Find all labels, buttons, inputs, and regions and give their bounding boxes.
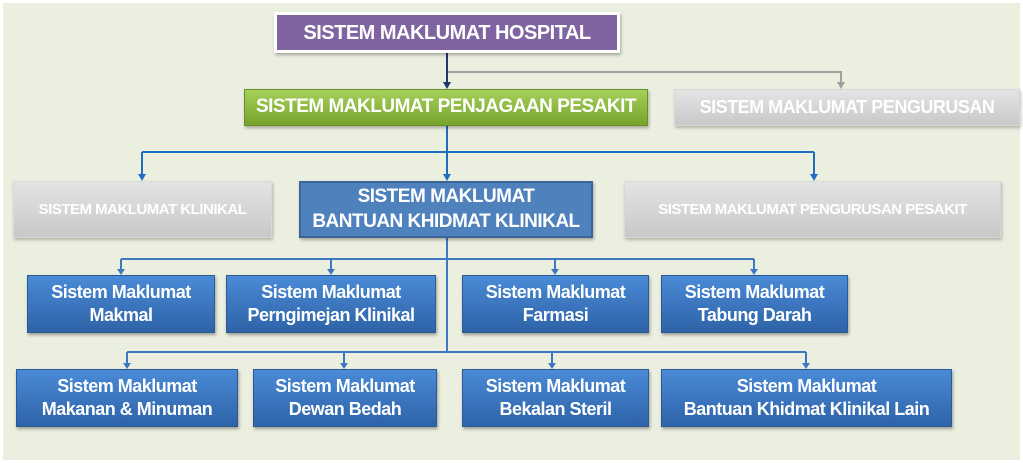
node-label-line2: Makmal — [89, 305, 153, 325]
node-label-line2: Tabung Darah — [697, 305, 812, 325]
node-label-line2: Dewan Bedah — [288, 399, 402, 419]
node-label: SISTEM MAKLUMAT PENJAGAAN PESAKIT — [255, 96, 637, 118]
node-klinikal: SISTEM MAKLUMAT KLINIKAL — [13, 181, 272, 238]
node-pengurusan: SISTEM MAKLUMAT PENGURUSAN — [674, 89, 1020, 126]
node-label-line1: Sistem Maklumat — [485, 281, 626, 302]
node-label: SISTEM MAKLUMAT PENGURUSAN — [699, 96, 995, 117]
node-label-line2: BANTUAN KHIDMAT KLINIKAL — [312, 210, 580, 232]
node-bantuan-khidmat-klinikal: SISTEM MAKLUMAT BANTUAN KHIDMAT KLINIKAL — [299, 181, 593, 238]
node-label-line1: Sistem Maklumat — [57, 375, 197, 396]
connector-penjagaan — [141, 125, 815, 178]
node-label: SISTEM MAKLUMAT KLINIKAL — [38, 200, 247, 218]
node-label-line1: Sistem Maklumat — [51, 281, 191, 302]
connector-root — [443, 52, 845, 89]
node-sistem-maklumat-hospital: SISTEM MAKLUMAT HOSPITAL — [274, 12, 620, 53]
node-label: SISTEM MAKLUMAT PENGURUSAN PESAKIT — [658, 200, 967, 218]
node-label-line1: Sistem Maklumat — [275, 375, 415, 396]
node-label-line2: Perngimejan Klinikal — [247, 305, 415, 325]
node-label-line1: Sistem Maklumat — [736, 375, 877, 396]
node-penjagaan-pesakit: SISTEM MAKLUMAT PENJAGAAN PESAKIT — [244, 89, 648, 126]
connector-bkk — [120, 238, 807, 366]
node-label-line2: Bantuan Khidmat Klinikal Lain — [683, 399, 930, 419]
node-pengurusan-pesakit: SISTEM MAKLUMAT PENGURUSAN PESAKIT — [624, 181, 1001, 238]
node-label-line2: Bekalan Steril — [499, 399, 612, 419]
node-label-line1: Sistem Maklumat — [261, 281, 401, 302]
node-label-line2: Makanan & Minuman — [41, 399, 213, 419]
node-label-line1: SISTEM MAKLUMAT — [357, 185, 535, 207]
node-label-line2: Farmasi — [522, 305, 589, 325]
node-label-line1: Sistem Maklumat — [485, 375, 626, 396]
node-label: SISTEM MAKLUMAT HOSPITAL — [303, 21, 591, 44]
node-label-line1: Sistem Maklumat — [684, 281, 825, 302]
